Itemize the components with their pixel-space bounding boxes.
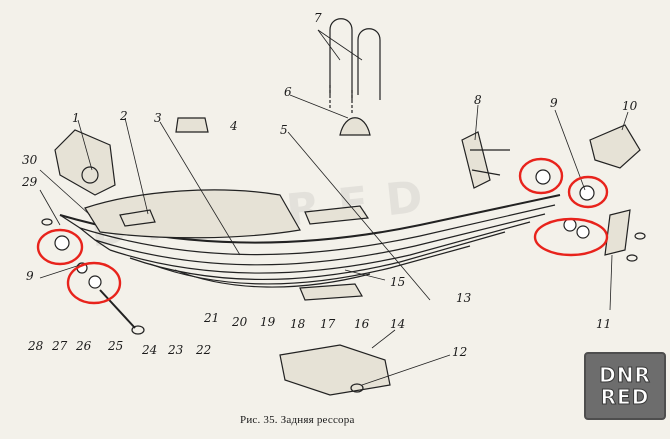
label-17: 17 <box>320 317 336 331</box>
u-bolts <box>329 18 381 115</box>
bump-stop <box>339 117 371 136</box>
logo-line-1: DNR <box>599 363 651 387</box>
center-bolt <box>99 289 136 329</box>
label-28: 28 <box>28 339 44 353</box>
label-23: 23 <box>168 343 184 357</box>
label-10: 10 <box>622 99 638 113</box>
label-13: 13 <box>456 291 472 305</box>
label-29: 29 <box>22 175 38 189</box>
nut <box>350 383 364 393</box>
label-26: 26 <box>76 339 92 353</box>
figure-caption: Рис. 35. Задняя рессора <box>240 414 355 426</box>
label-24: 24 <box>142 343 158 357</box>
label-9-right: 9 <box>550 96 558 110</box>
label-9-left: 9 <box>26 269 34 283</box>
label-22: 22 <box>196 343 212 357</box>
label-3: 3 <box>154 111 162 125</box>
rear-shackle <box>461 131 510 189</box>
label-7: 7 <box>314 11 322 25</box>
label-15: 15 <box>390 275 406 289</box>
label-6: 6 <box>284 85 292 99</box>
logo-line-2: RED <box>600 385 650 409</box>
highlight-right-lower <box>533 217 609 257</box>
label-21: 21 <box>204 311 220 325</box>
spacer-plate <box>299 283 364 301</box>
label-1: 1 <box>72 111 80 125</box>
top-plate <box>304 205 370 225</box>
bushing-right <box>535 169 551 185</box>
label-25: 25 <box>108 339 124 353</box>
front-bracket <box>54 129 116 196</box>
label-16: 16 <box>354 317 370 331</box>
highlight-left-upper <box>36 228 84 266</box>
label-2: 2 <box>120 109 128 123</box>
frame-bracket <box>84 189 301 239</box>
label-4: 4 <box>230 119 238 133</box>
label-30: 30 <box>22 153 38 167</box>
highlight-marks <box>36 157 609 305</box>
label-5: 5 <box>280 123 288 137</box>
leaf-spring-stack <box>59 194 561 288</box>
washer <box>41 218 53 226</box>
label-27: 27 <box>52 339 68 353</box>
label-14: 14 <box>390 317 406 331</box>
lower-plate <box>279 344 391 396</box>
label-20: 20 <box>232 315 248 329</box>
label-12: 12 <box>452 345 468 359</box>
bushing-left <box>54 235 70 251</box>
leader-lines <box>39 29 629 386</box>
label-19: 19 <box>260 315 276 329</box>
shackle-plate <box>604 209 631 256</box>
label-18: 18 <box>290 317 306 331</box>
label-11: 11 <box>596 317 612 331</box>
highlight-right-middle <box>567 175 609 209</box>
highlight-left-lower <box>66 261 122 305</box>
highlight-right-upper <box>518 157 564 195</box>
label-8: 8 <box>474 93 482 107</box>
rear-bracket <box>589 124 641 169</box>
dnr-red-logo: DNR RED <box>584 352 666 420</box>
rubber-pad <box>175 117 209 133</box>
